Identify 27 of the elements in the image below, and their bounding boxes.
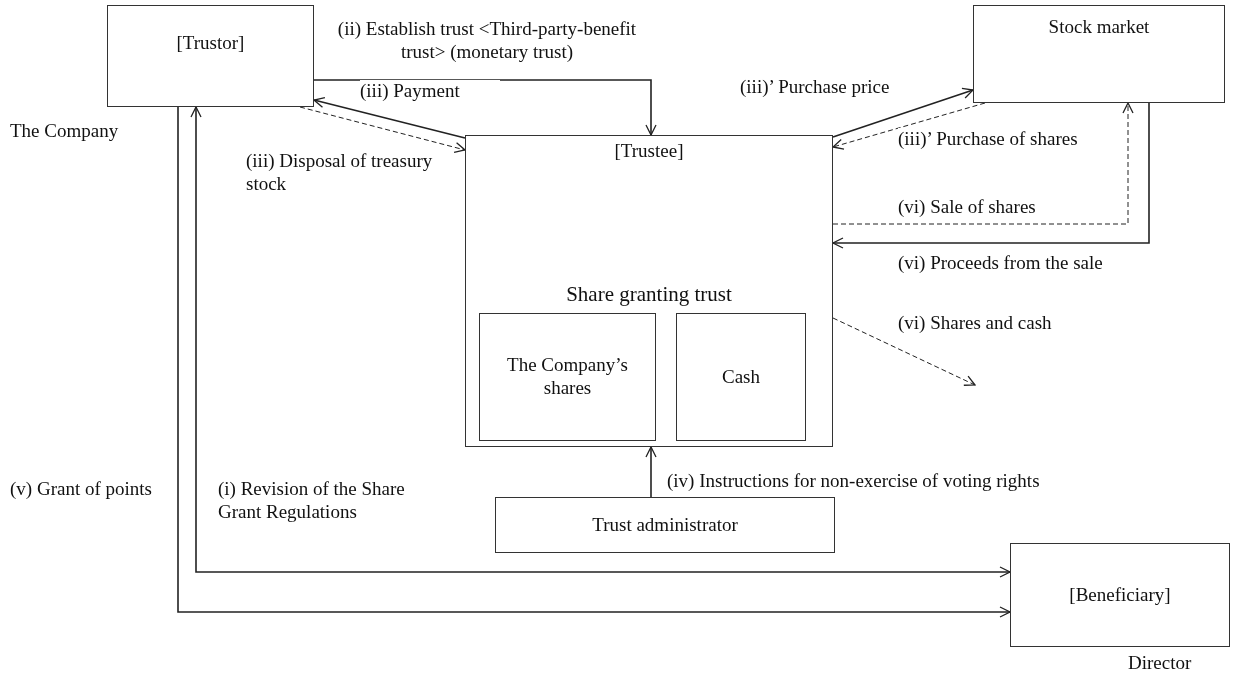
- box-label: [Trustor]: [176, 32, 245, 55]
- arrow: [832, 102, 1150, 249]
- arrow: [299, 106, 466, 153]
- box-label: [Trustee]: [614, 140, 684, 163]
- group-title: Share granting trust: [565, 282, 733, 308]
- arrow: [313, 96, 466, 139]
- process-box: [495, 497, 835, 553]
- arrow: [832, 87, 974, 138]
- process-box: [479, 313, 656, 441]
- process-box: [107, 5, 314, 107]
- box-label: Cash: [722, 365, 760, 389]
- box-caption: The Company: [10, 120, 119, 142]
- box-caption: Director: [1128, 652, 1192, 674]
- arrow: [832, 317, 976, 386]
- box-label: Trust administrator: [592, 513, 738, 537]
- arrow: [313, 79, 657, 136]
- box-label: The Company’s shares: [506, 354, 629, 400]
- arrow: [832, 102, 1134, 225]
- arrow: [832, 102, 986, 150]
- box-label: Stock market: [1048, 16, 1150, 39]
- process-box: [676, 313, 806, 441]
- box-label: [Beneficiary]: [1069, 583, 1171, 607]
- process-box: [973, 5, 1225, 103]
- process-box: [1010, 543, 1230, 647]
- edge-label: (iii) Payment: [360, 80, 500, 103]
- process-box: [465, 135, 833, 447]
- arrow: [645, 446, 657, 498]
